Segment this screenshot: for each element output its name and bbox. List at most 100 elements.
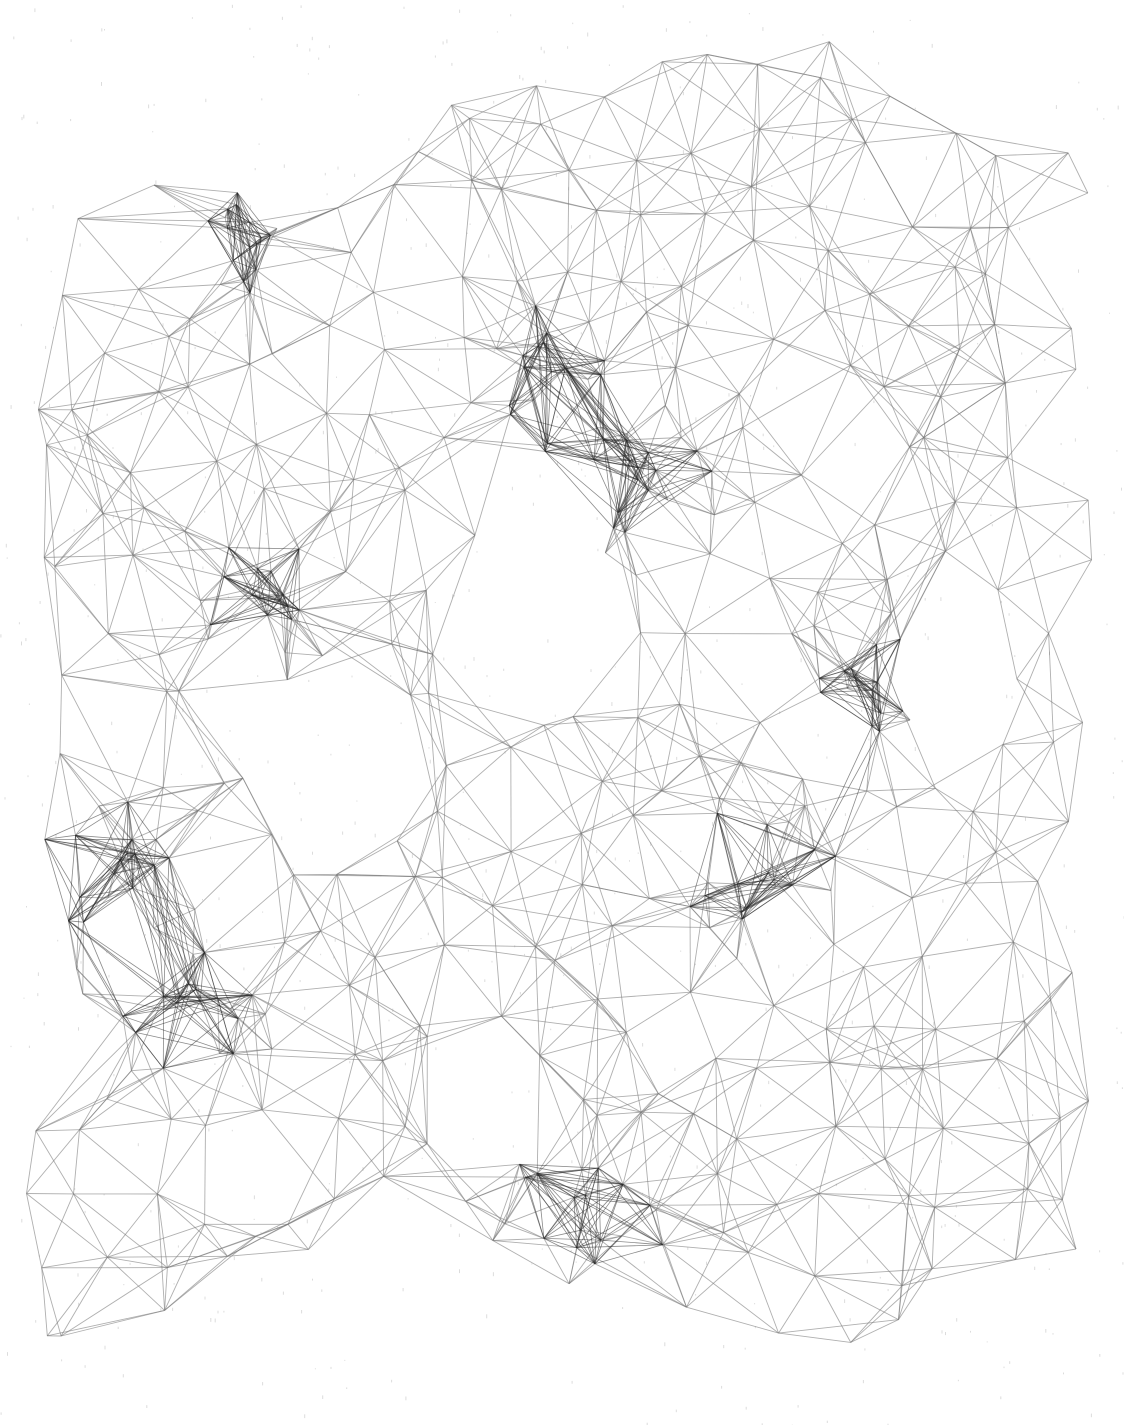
mesh-edge — [415, 876, 492, 905]
background-speck — [683, 150, 684, 154]
mesh-edge — [836, 856, 913, 898]
mesh-edge — [885, 1069, 923, 1159]
mesh-edge — [902, 1260, 1015, 1286]
background-speck — [223, 1311, 224, 1313]
background-speck — [599, 963, 600, 965]
mesh-edge — [633, 718, 637, 816]
mesh-edge — [834, 944, 864, 967]
background-speck — [890, 1128, 891, 1131]
mesh-edge — [130, 461, 216, 473]
background-speck — [672, 342, 673, 345]
background-speck — [141, 412, 142, 415]
mesh-edge — [331, 490, 405, 512]
background-speck — [833, 1014, 834, 1016]
background-speck — [487, 675, 488, 677]
mesh-edge — [1049, 633, 1083, 722]
background-speck — [623, 5, 624, 8]
mesh-edge — [834, 898, 912, 944]
mesh-edge — [171, 1119, 205, 1125]
mesh-edge — [511, 725, 544, 747]
background-speck — [865, 1188, 866, 1190]
mesh-edge — [774, 967, 864, 1006]
mesh-edge — [250, 293, 330, 325]
mesh-edge — [573, 704, 679, 716]
mesh-edge — [850, 365, 884, 386]
mesh-edge — [399, 438, 444, 468]
mesh-edge — [996, 852, 1038, 881]
mesh-edge — [42, 1257, 108, 1268]
mesh-edge — [755, 475, 802, 502]
background-speck — [596, 850, 597, 853]
mesh-edge — [133, 508, 144, 555]
background-speck — [951, 488, 952, 491]
mesh-edge — [737, 1139, 777, 1205]
mesh-edge — [741, 763, 803, 779]
mesh-edge — [339, 1118, 406, 1126]
mesh-edge — [866, 143, 913, 227]
background-speck — [745, 1348, 746, 1350]
mesh-edge — [747, 825, 768, 909]
background-speck — [421, 938, 422, 939]
background-speck — [97, 408, 98, 411]
mesh-edge — [1029, 1118, 1060, 1144]
background-speck — [1006, 695, 1007, 699]
mesh-edge — [627, 367, 676, 433]
background-speck — [437, 942, 438, 946]
mesh-edge — [751, 187, 753, 241]
background-speck — [406, 218, 407, 221]
mesh-edge — [851, 1320, 899, 1343]
mesh-edge — [62, 295, 189, 318]
mesh-edge — [573, 633, 640, 717]
mesh-edge — [385, 350, 471, 403]
mesh-edge — [681, 394, 739, 438]
mesh-edge — [1009, 228, 1072, 329]
background-speck — [545, 80, 546, 83]
mesh-edge — [815, 1269, 932, 1276]
background-speck — [24, 998, 25, 999]
mesh-edge — [72, 353, 105, 410]
background-speck — [104, 29, 105, 31]
background-speck — [1113, 796, 1114, 799]
mesh-edge — [44, 445, 46, 558]
mesh-edge — [910, 447, 1008, 458]
mesh-edge — [418, 118, 469, 151]
mesh-edge — [80, 1119, 172, 1130]
mesh-edge — [394, 118, 470, 184]
mesh-edge — [936, 1021, 1024, 1029]
background-speck — [101, 28, 102, 31]
mesh-edge — [909, 229, 971, 326]
background-speck — [389, 1020, 390, 1022]
background-speck — [932, 44, 933, 48]
background-speck — [946, 480, 947, 482]
background-speck — [827, 1421, 828, 1423]
mesh-edge — [444, 945, 501, 1016]
background-speck — [837, 329, 838, 330]
background-speck — [25, 638, 26, 641]
mesh-edge — [188, 364, 250, 387]
background-speck — [261, 1278, 262, 1282]
background-speck — [61, 1359, 62, 1361]
background-speck — [1014, 655, 1015, 657]
mesh-edge — [415, 811, 437, 876]
mesh-edge — [462, 277, 517, 282]
mesh-edge — [706, 129, 760, 214]
background-speck — [318, 735, 319, 737]
background-speck — [987, 1341, 988, 1342]
background-speck — [174, 1283, 175, 1285]
background-speck — [319, 1229, 320, 1231]
mesh-edge — [285, 943, 350, 986]
mesh-edge — [555, 960, 626, 1032]
background-speck — [906, 1081, 907, 1085]
mesh-edge — [87, 392, 158, 435]
mesh-edge — [581, 833, 649, 898]
mesh-edge — [656, 1114, 693, 1210]
mesh-edge — [256, 413, 326, 444]
background-speck — [1044, 359, 1045, 361]
mesh-edge — [555, 907, 690, 961]
background-speck — [422, 1158, 423, 1159]
mesh-edge — [444, 406, 509, 438]
mesh-edge — [955, 267, 959, 349]
mesh-edge — [38, 410, 130, 473]
mesh-edge — [884, 387, 941, 397]
background-speck — [489, 695, 490, 696]
